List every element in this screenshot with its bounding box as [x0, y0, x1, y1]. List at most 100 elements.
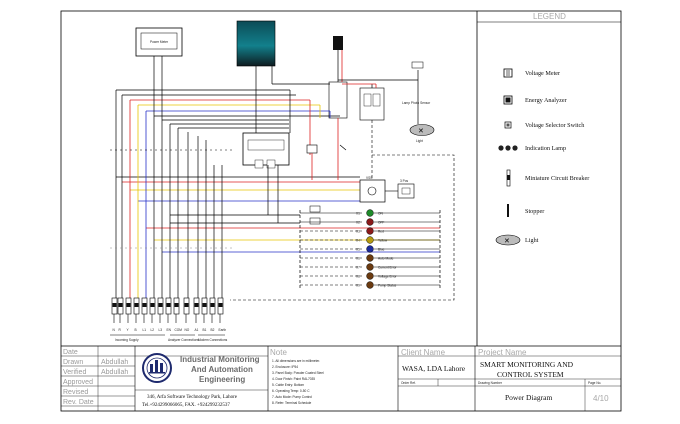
- company-name-line3: Engineering: [199, 375, 245, 384]
- tb-value-drawn: Abdullah: [101, 359, 128, 366]
- tb-label-verified: Verified: [63, 369, 86, 376]
- lamp-code-X9: X9: [356, 284, 360, 288]
- sheet-title: Power Diagram: [505, 393, 552, 402]
- note-line: 1. All dimensions are in millimeter.: [272, 359, 320, 363]
- client-header: Client Name: [401, 348, 446, 357]
- legend-label-indication-lamp: Indication Lamp: [525, 145, 566, 152]
- vertical-wires: [115, 90, 223, 298]
- lamp-caption: Lamp Photo Sensor: [402, 101, 431, 105]
- note-line: 4. Door Finish: Paint RAL7035: [272, 377, 315, 381]
- note-line: 5. Cable Entry: Bottom: [272, 383, 304, 387]
- project-header: Project Name: [478, 348, 527, 357]
- lamp-code-X5: X5: [356, 248, 360, 252]
- vss-label: VSS: [366, 176, 372, 180]
- legend-label-voltage-meter: Voltage Meter: [525, 70, 560, 77]
- tb-label-date: Date: [63, 349, 78, 356]
- page-number: 4/10: [593, 394, 609, 403]
- note-line: 2. Enclosure: IP54: [272, 365, 298, 369]
- lamp-code-X8: X8: [356, 275, 360, 279]
- power-diagram: Power Meter ✕ Light Lamp Photo Sensor: [110, 20, 455, 342]
- relay-coil: [306, 144, 318, 154]
- terminal-group-modem: Modem Connections: [198, 338, 228, 342]
- terminal-label: N: [113, 328, 116, 332]
- note-line: 3. Panel Body: Powder Coated Steel: [272, 371, 324, 375]
- indication-lamp-icon: [366, 245, 374, 253]
- drawing-number-header: Drawing Number: [478, 381, 503, 385]
- legend-title: LEGEND: [533, 12, 566, 21]
- terminal-label: L3: [159, 328, 163, 332]
- light-icon: [409, 124, 435, 136]
- sheet-border: [60, 10, 622, 412]
- legend-label-voltage-selector: Voltage Selector Switch: [525, 122, 585, 129]
- terminal-group-analyzer: Analyzer Connections: [168, 338, 199, 342]
- indication-lamp-icon: [366, 236, 374, 244]
- indication-lamp-icon: [366, 263, 374, 271]
- terminal-label: Y: [127, 328, 130, 332]
- stopper-icon: [507, 204, 509, 217]
- toggle-label: 3 Pos: [400, 179, 409, 183]
- svg-text:✕: ✕: [418, 128, 424, 135]
- lamp-label-1: OFF: [378, 221, 384, 225]
- lamp-label-2: Red: [378, 230, 384, 234]
- company-name-line2: And Automation: [191, 365, 253, 374]
- client-name: WASA, LDA Lahore: [402, 364, 466, 373]
- company-logo: [142, 353, 172, 383]
- tb-label-approved: Approved: [63, 379, 93, 386]
- terminal-group-incoming: Incoming Supply: [115, 338, 139, 342]
- indication-lamp-icon: [498, 145, 518, 151]
- terminal-label: R: [119, 328, 122, 332]
- terminal-label: L1: [143, 328, 147, 332]
- note-line: 6. Operating Temp: 0-50 C: [272, 389, 310, 393]
- page-number-header: Page No.: [588, 381, 601, 385]
- lamp-label-0: ON: [378, 212, 383, 216]
- title-block: Date Drawn Verified Approved Revised Rev…: [61, 345, 621, 411]
- legend-panel: LEGEND ✕ Voltage Meter Energy Analyzer V…: [476, 11, 621, 346]
- light-label: Light: [416, 139, 423, 143]
- lamp-label-5: Auto Mode: [378, 257, 394, 261]
- lamp-code-X4: X4: [356, 239, 360, 243]
- terminal-label: B2: [211, 328, 215, 332]
- modem-device: [236, 20, 276, 67]
- company-name-line1: Industrial Monitoring: [180, 355, 260, 364]
- notes-header: Note: [270, 348, 287, 357]
- terminal-label: B1: [203, 328, 207, 332]
- lamp-code-X1: X1: [356, 212, 360, 216]
- tb-value-verified: Abdullah: [101, 369, 128, 376]
- tb-label-drawn: Drawn: [63, 359, 83, 366]
- lamp-code-X7: X7: [356, 266, 360, 270]
- project-name-line2: CONTROL SYSTEM: [497, 370, 564, 379]
- indication-lamp-icon: [366, 254, 374, 262]
- indication-lamp-icon: [366, 218, 374, 226]
- company-contact: Tel.+924299066065, FAX. +924299232537: [142, 403, 230, 408]
- note-line: 7. Auto Mode: Pump Control: [272, 395, 312, 399]
- indication-lamp-icon: [366, 281, 374, 289]
- lamp-code-X2: X2: [356, 221, 360, 225]
- legend-label-energy-analyzer: Energy Analyzer: [525, 97, 567, 104]
- lamp-code-X3: X3: [356, 230, 360, 234]
- lamp-label-7: Voltage Error: [378, 275, 398, 279]
- indication-lamp-icon: [366, 272, 374, 280]
- svg-text:✕: ✕: [504, 238, 510, 245]
- terminal-label: EN: [167, 328, 172, 332]
- top-breaker: [333, 36, 343, 50]
- tb-label-revised: Revised: [63, 389, 88, 396]
- terminal-label: B: [135, 328, 137, 332]
- lamp-label-6: Current Error: [378, 266, 398, 270]
- project-name-line1: SMART MONITORING AND: [480, 360, 574, 369]
- terminal-label: COM: [175, 328, 183, 332]
- order-header: Order Ref.: [401, 381, 416, 385]
- note-line: 8. Refer: Terminal Schedule: [272, 401, 311, 405]
- legend-label-light: Light: [525, 237, 539, 244]
- lamp-code-X6: X6: [356, 257, 360, 261]
- terminal-label: NO: [185, 328, 190, 332]
- legend-label-stopper: Stopper: [525, 208, 544, 215]
- wire-break-markers: [110, 149, 234, 249]
- tb-label-rev-date: Rev. Date: [63, 399, 94, 406]
- mcb-icon: [506, 169, 511, 187]
- legend-label-mcb: Miniature Circuit Breaker: [525, 175, 589, 182]
- indication-lamp-icon: [366, 227, 374, 235]
- lamp-label-8: Pump Status: [378, 284, 397, 288]
- light-icon-legend: ✕: [495, 234, 521, 246]
